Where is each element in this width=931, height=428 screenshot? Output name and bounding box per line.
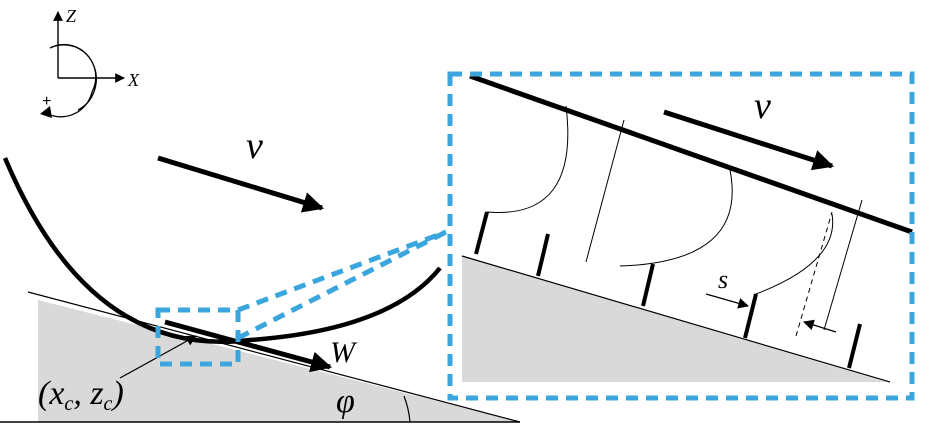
zoom-connector-top <box>237 229 447 313</box>
rotation-sign-label: + <box>42 93 51 110</box>
contact-sub-2: c <box>104 393 113 415</box>
axis-z-label: Z <box>66 6 77 26</box>
inset-wheel-line <box>469 73 913 235</box>
velocity-arrow-inset <box>663 109 834 171</box>
slip-label: s <box>718 265 728 294</box>
rotation-arrowhead <box>40 106 52 118</box>
angle-arc <box>403 395 411 423</box>
inset-slope-line <box>461 255 891 383</box>
angle-label: φ <box>336 383 355 420</box>
contact-point-group: (xc, zc) <box>38 335 197 415</box>
contact-open: (x <box>38 375 64 412</box>
radial-line <box>823 199 863 331</box>
radial-line <box>585 119 625 263</box>
coordinate-frame: Z X + <box>40 6 140 118</box>
velocity-label-inset: v <box>754 85 771 127</box>
dashed-reference-line <box>795 211 833 337</box>
slope-surface-line <box>27 291 521 423</box>
contact-point-label: (xc, zc) <box>38 375 124 415</box>
grouser <box>743 293 758 339</box>
shear-arc <box>486 105 569 214</box>
inset-view: s v <box>447 71 915 401</box>
contact-sub-1: c <box>64 393 73 415</box>
grouser <box>641 263 655 307</box>
grouser <box>847 323 862 369</box>
zoom-connector-bottom <box>236 229 448 341</box>
shear-arc <box>619 169 733 267</box>
shear-arc <box>755 213 834 295</box>
velocity-arrow-main <box>157 155 325 213</box>
weight-label: W <box>330 336 358 369</box>
zoom-highlight <box>155 229 448 367</box>
velocity-label-main: v <box>246 125 263 167</box>
inset-frame <box>447 71 915 401</box>
contact-close: ) <box>110 375 123 412</box>
slip-arrow-left <box>705 293 750 309</box>
grouser <box>536 233 550 277</box>
axis-x-label: X <box>127 70 140 90</box>
grouser <box>474 211 489 255</box>
contact-mid: , z <box>73 375 103 412</box>
weight-arrow <box>164 319 333 373</box>
slip-arrow-right <box>802 319 837 333</box>
rotation-arrow <box>43 43 97 118</box>
